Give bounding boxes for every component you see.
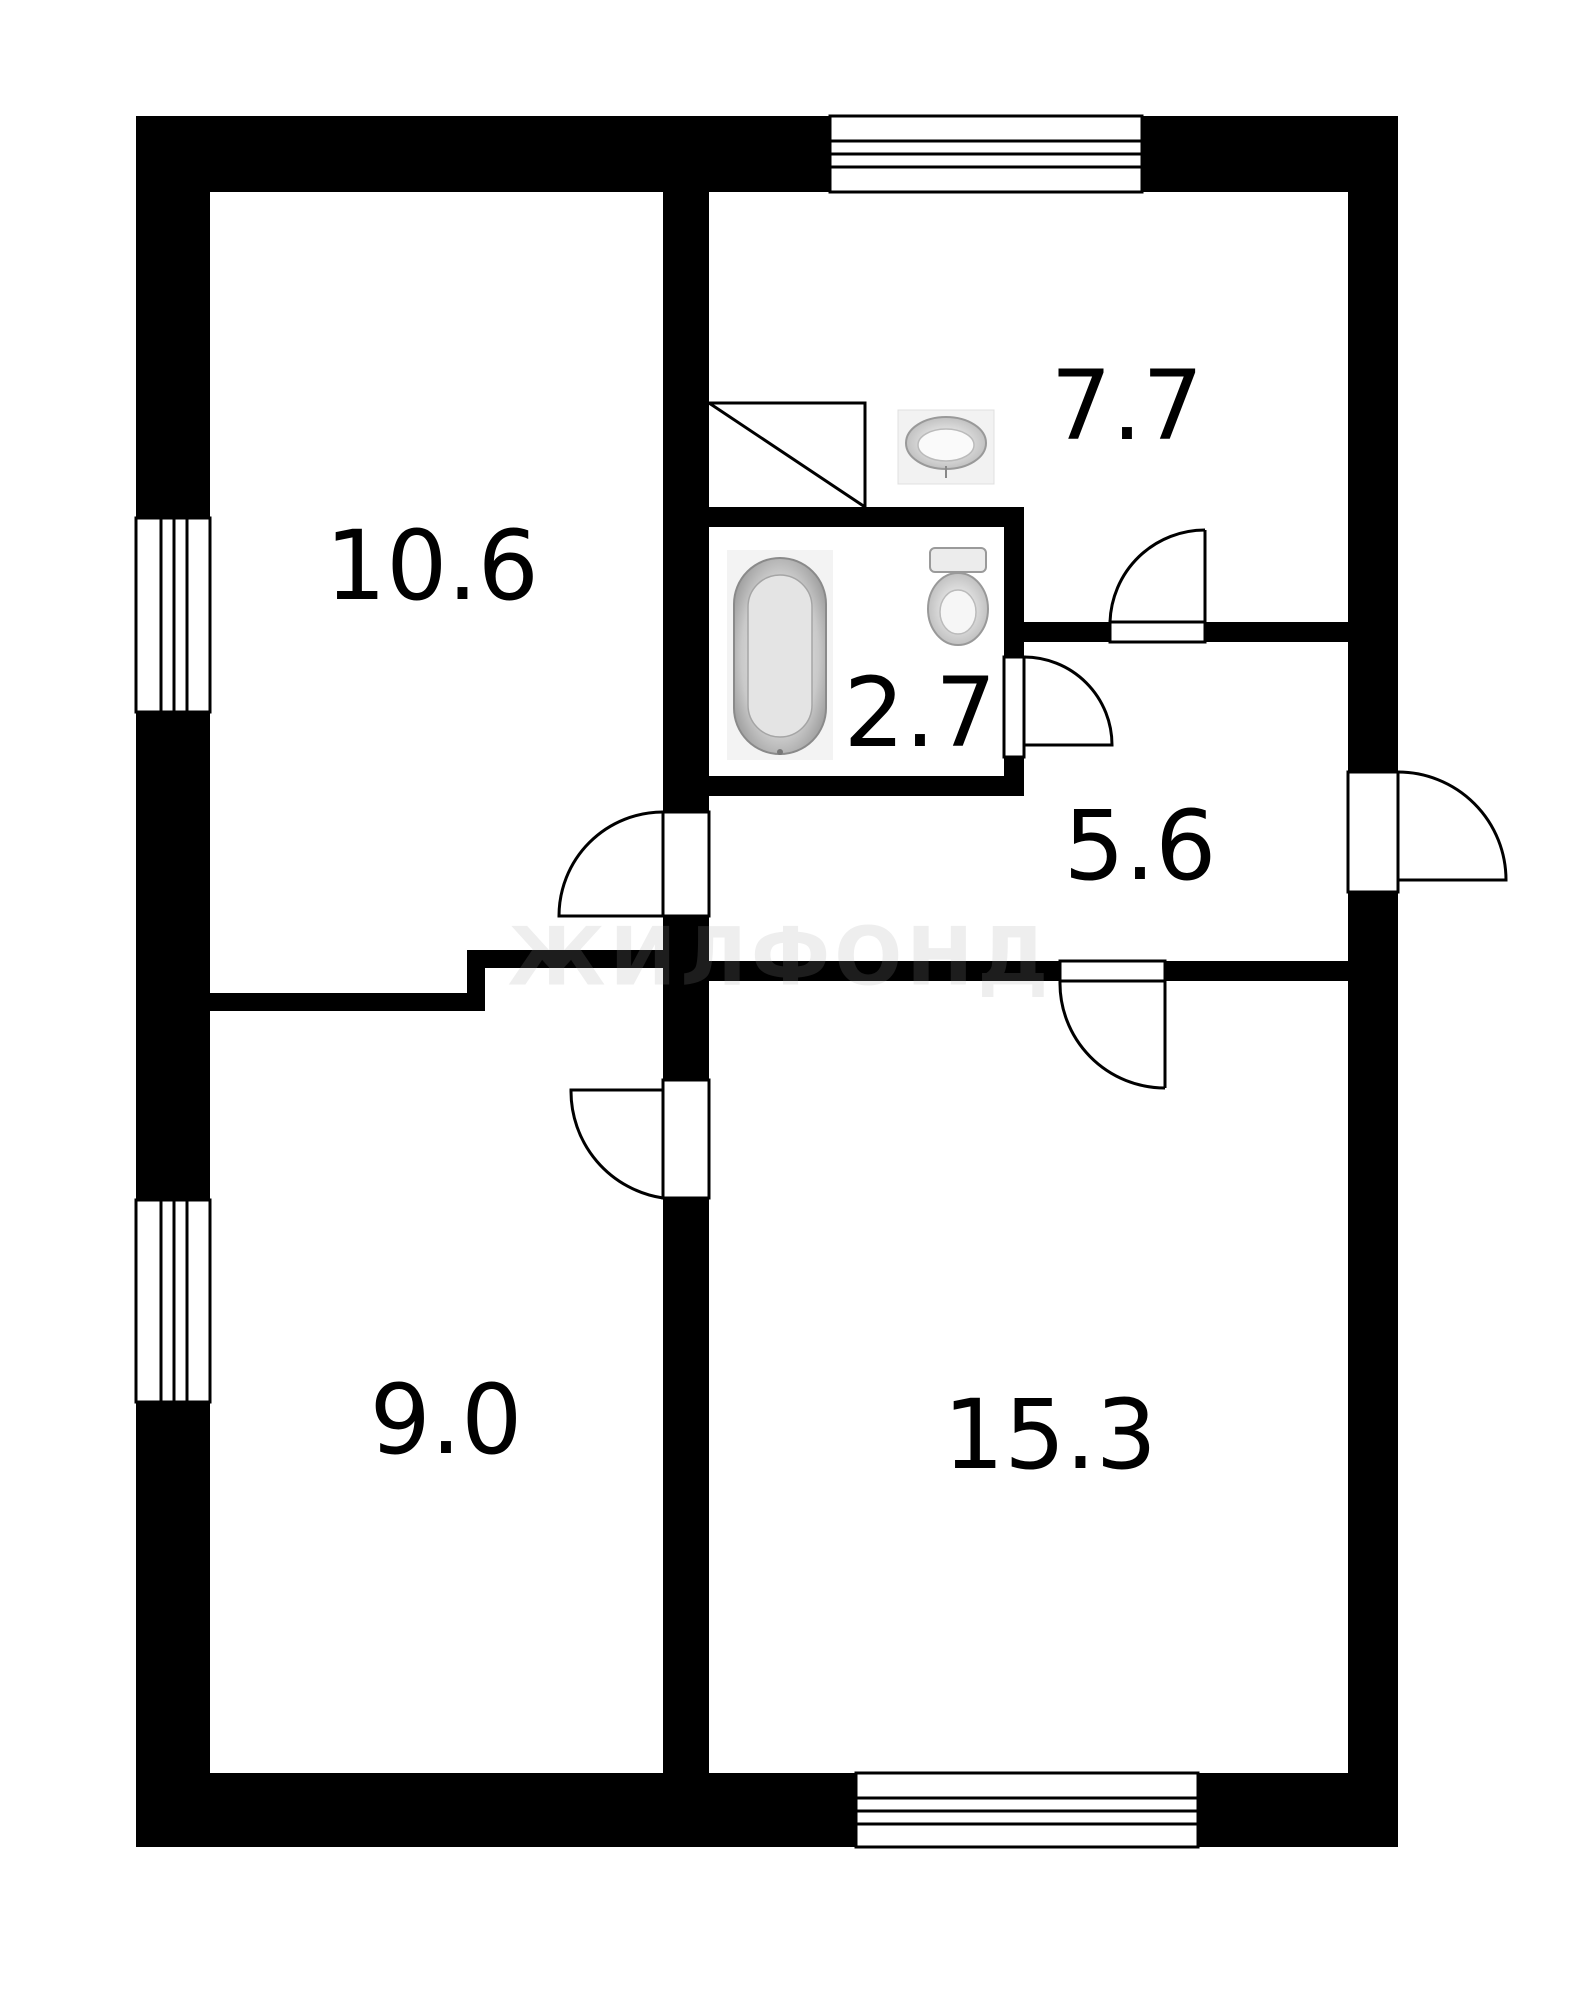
room-area-5-6: 5.6 (1063, 790, 1217, 902)
window-top (828, 114, 1144, 194)
window-bottom (854, 1771, 1200, 1849)
windows (134, 114, 1200, 1849)
door-room-10-6 (557, 810, 665, 918)
room-area-15-3: 15.3 (943, 1379, 1157, 1491)
window-left-lower (134, 1198, 212, 1404)
window-left-upper (134, 516, 212, 714)
door-entrance (1396, 770, 1508, 892)
door-kitchen (1108, 528, 1207, 623)
room-area-2-7: 2.7 (843, 657, 997, 769)
door-room-15-3 (1058, 980, 1167, 1090)
room-area-10-6: 10.6 (325, 510, 539, 622)
bathtub-icon (727, 550, 833, 760)
door-bathroom (1023, 655, 1114, 747)
toilet-icon (927, 547, 989, 646)
kitchen-counter (708, 401, 867, 509)
room-area-7-7: 7.7 (1050, 350, 1204, 462)
door-openings (661, 620, 1400, 1200)
watermark-text: ЖИЛФОНД (507, 910, 1053, 1004)
sink-icon (897, 409, 995, 485)
door-swings (557, 528, 1508, 1200)
room-area-9-0: 9.0 (369, 1364, 523, 1476)
door-room-9-0 (569, 1088, 665, 1200)
